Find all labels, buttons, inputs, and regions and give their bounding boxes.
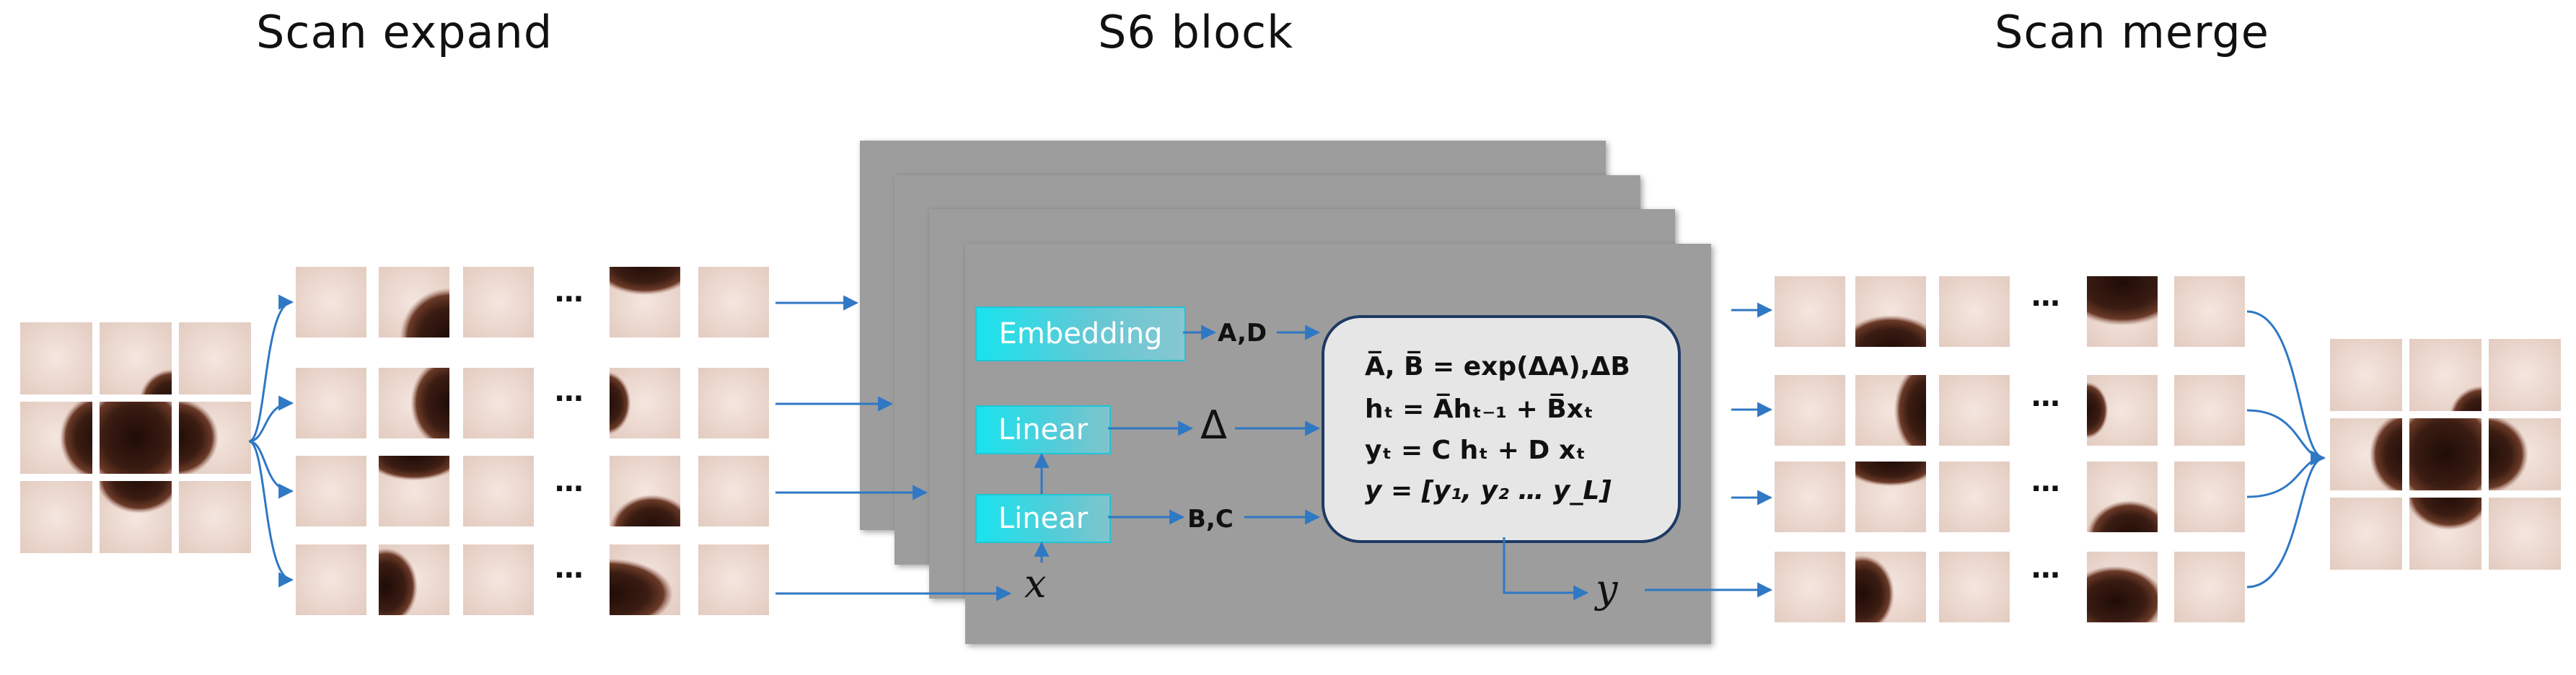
ellipsis-right-row4: ···: [2031, 559, 2061, 592]
skin-patch-tile: [1939, 375, 2010, 446]
skin-patch-tile: [2087, 276, 2158, 347]
linear-box-bottom: Linear: [975, 494, 1111, 543]
skin-patch-tile: [1939, 552, 2010, 622]
linear-label-bottom: Linear: [998, 502, 1089, 535]
skin-patch-tile: [100, 402, 172, 474]
skin-patch-tile: [2087, 462, 2158, 532]
skin-patch-tile: [610, 456, 680, 526]
linear-label-top: Linear: [998, 413, 1089, 446]
skin-patch-tile: [2489, 339, 2561, 411]
skin-patch-tile: [296, 456, 366, 526]
skin-patch-tile: [2489, 418, 2561, 490]
fan-in-curve: [2246, 456, 2325, 498]
fan-in-curve: [2246, 409, 2325, 459]
skin-patch-tile: [2409, 498, 2482, 570]
ellipsis-right-row2: ···: [2031, 387, 2061, 420]
skin-patch-tile: [100, 322, 172, 394]
ellipsis-right-row3: ···: [2031, 472, 2061, 506]
skin-patch-tile: [2174, 276, 2245, 347]
skin-patch-tile: [1775, 462, 1845, 532]
fan-in-curve: [2246, 310, 2325, 459]
skin-patch-tile: [610, 368, 680, 438]
fan-out-arrow: [248, 440, 294, 499]
embedding-label: Embedding: [998, 317, 1163, 350]
skin-patch-tile: [610, 544, 680, 615]
skin-patch-tile: [20, 481, 92, 553]
skin-patch-tile: [2330, 498, 2402, 570]
skin-patch-tile: [20, 402, 92, 474]
skin-patch-tile: [379, 267, 449, 338]
skin-patch-tile: [698, 267, 769, 338]
fan-out-arrow: [248, 294, 294, 443]
skin-patch-tile: [2330, 418, 2402, 490]
equation-line-2: hₜ = A̅hₜ₋₁ + B̅xₜ: [1365, 394, 1593, 424]
skin-patch-tile: [1855, 552, 1926, 622]
skin-patch-tile: [296, 544, 366, 615]
eq-to-y-arrow: [1503, 537, 1589, 601]
skin-patch-tile: [1775, 375, 1845, 446]
x-symbol: x: [1024, 561, 1047, 606]
skin-patch-tile: [698, 368, 769, 438]
skin-patch-tile: [463, 456, 534, 526]
embedding-box: Embedding: [975, 306, 1186, 361]
skin-patch-tile: [179, 402, 251, 474]
ad-label: A,D: [1218, 319, 1267, 348]
equation-line-3: yₜ = C hₜ + D xₜ: [1365, 436, 1586, 465]
y-symbol: y: [1596, 566, 1618, 612]
skin-patch-tile: [1775, 276, 1845, 347]
skin-patch-tile: [463, 267, 534, 338]
skin-patch-tile: [2087, 552, 2158, 622]
ellipsis-right-row1: ···: [2031, 287, 2061, 320]
ellipsis-left-row3: ···: [554, 472, 584, 506]
skin-patch-tile: [100, 481, 172, 553]
skin-patch-tile: [1939, 462, 2010, 532]
delta-symbol: Δ: [1200, 402, 1227, 448]
tiles-layer: [20, 267, 2561, 622]
equation-box: [1322, 315, 1681, 543]
skin-patch-tile: [2174, 462, 2245, 532]
skin-patch-tile: [2489, 498, 2561, 570]
skin-patch-tile: [296, 267, 366, 338]
skin-patch-tile: [179, 322, 251, 394]
fan-in-arrow: [2246, 450, 2326, 588]
ellipsis-left-row4: ···: [554, 559, 584, 592]
equation-line-1: A̅, B̅ = exp(ΔA),ΔB: [1365, 352, 1630, 381]
skin-patch-tile: [1855, 276, 1926, 347]
ellipsis-left-row2: ···: [554, 382, 584, 415]
heading-scan-merge: Scan merge: [1995, 6, 2269, 58]
skin-patch-tile: [610, 267, 680, 338]
skin-patch-tile: [2409, 339, 2482, 411]
skin-patch-tile: [1939, 276, 2010, 347]
bc-label: B,C: [1187, 505, 1234, 534]
equation-line-4: y = [y₁, y₂ … y_L]: [1365, 476, 1612, 506]
skin-patch-tile: [1775, 552, 1845, 622]
heading-scan-expand: Scan expand: [256, 6, 553, 58]
skin-patch-tile: [2174, 375, 2245, 446]
skin-patch-tile: [2174, 552, 2245, 622]
arrows-layer: [248, 294, 2326, 601]
fan-out-arrow: [248, 440, 294, 588]
skin-patch-tile: [379, 368, 449, 438]
skin-patch-tile: [296, 368, 366, 438]
skin-patch-tile: [379, 544, 449, 615]
skin-patch-tile: [463, 368, 534, 438]
skin-patch-tile: [2087, 375, 2158, 446]
fan-out-arrow: [248, 395, 294, 443]
skin-patch-tile: [2409, 418, 2482, 490]
heading-s6-block: S6 block: [1098, 6, 1294, 58]
skin-patch-tile: [2330, 339, 2402, 411]
skin-patch-tile: [379, 456, 449, 526]
skin-patch-tile: [1855, 375, 1926, 446]
skin-patch-tile: [463, 544, 534, 615]
skin-patch-tile: [698, 544, 769, 615]
skin-patch-tile: [698, 456, 769, 526]
skin-patch-tile: [179, 481, 251, 553]
ellipsis-left-row1: ···: [554, 283, 584, 316]
skin-patch-tile: [20, 322, 92, 394]
linear-box-top: Linear: [975, 405, 1111, 454]
skin-patch-tile: [1855, 462, 1926, 532]
